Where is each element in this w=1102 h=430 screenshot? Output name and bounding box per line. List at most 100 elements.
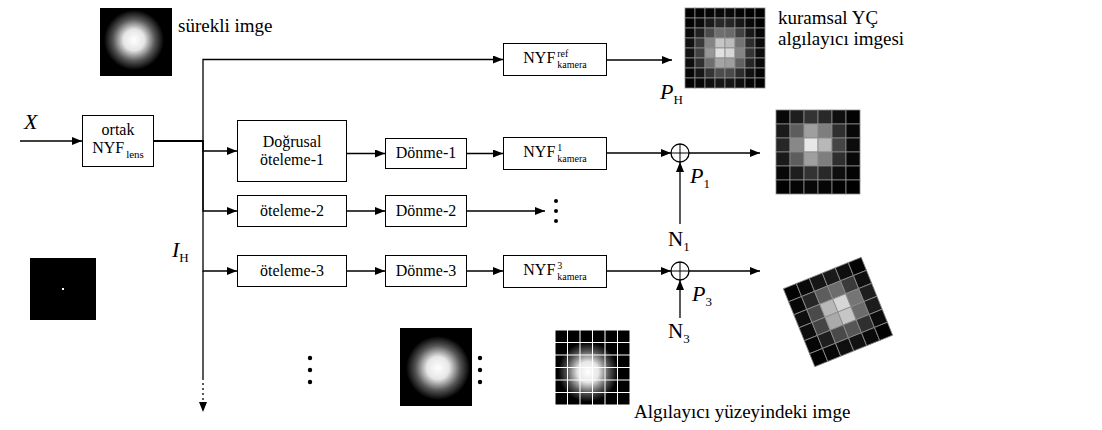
- process-box: öteleme-2: [237, 195, 347, 227]
- grid-line: [605, 330, 606, 405]
- subscript: 3: [705, 294, 712, 309]
- node-label: Doğrusal öteleme-1: [260, 133, 324, 168]
- subscript: H: [673, 92, 682, 107]
- pixel-cell: [705, 78, 715, 88]
- pixel-cell: [735, 28, 745, 38]
- pixel-cell: [846, 180, 860, 194]
- noise-arrow: [679, 280, 680, 318]
- pixel-cell: [818, 152, 832, 166]
- pixel-cell: [715, 48, 725, 58]
- pixel-cell: [776, 138, 790, 152]
- continuous-image: [100, 8, 172, 76]
- node-text-wrap: NYF3kamera: [523, 261, 586, 282]
- noise-arrow: [679, 162, 680, 224]
- pixel-cell: [685, 38, 695, 48]
- pixel-cell: [695, 28, 705, 38]
- grid-line: [555, 380, 630, 381]
- signal-name: P: [660, 79, 673, 104]
- pixel-cell: [695, 58, 705, 68]
- node-text-wrap: NYFrefkamera: [523, 49, 586, 70]
- pixel-cell: [735, 18, 745, 28]
- caption-text: kuramsal YÇ algılayıcı imgesi: [778, 7, 904, 49]
- signal-arrow: [607, 270, 671, 271]
- trunk-line: [202, 271, 203, 378]
- pixel-cell: [755, 48, 765, 58]
- pixel-cell: [725, 48, 735, 58]
- pixel-cell: [725, 38, 735, 48]
- pixel-cell: [832, 166, 846, 180]
- subscript: kamera: [557, 272, 586, 283]
- pixel-cell: [776, 124, 790, 138]
- pixel-cell: [685, 18, 695, 28]
- superscript: 1: [557, 143, 586, 154]
- pixel-cell: [818, 180, 832, 194]
- pixel-cell: [715, 38, 725, 48]
- caption-text: sürekli imge: [178, 15, 272, 36]
- pixel-cell: [735, 68, 745, 78]
- pixel-cell: [735, 58, 745, 68]
- pixel-cell: [735, 48, 745, 58]
- point-source-image: [30, 258, 96, 320]
- signal-arrow: [467, 210, 545, 211]
- pixel-cell: [725, 8, 735, 18]
- pixel-cell: [804, 110, 818, 124]
- pixel-cell: [705, 38, 715, 48]
- continuation-dots: [308, 356, 482, 384]
- pixel-cell: [695, 48, 705, 58]
- pixel-cell: [755, 38, 765, 48]
- pixel-cell: [755, 18, 765, 28]
- node-label: NYF: [523, 143, 555, 160]
- pixel-cell: [705, 28, 715, 38]
- pixel-cell: [705, 8, 715, 18]
- pixel-cell: [790, 180, 804, 194]
- pixel-cell: [715, 68, 725, 78]
- subscript: 3: [683, 331, 690, 346]
- grid-line: [630, 330, 631, 405]
- superscript: 3: [557, 261, 586, 272]
- pixel-cell: [695, 18, 705, 28]
- pixel-cell: [755, 68, 765, 78]
- pixel-cell: [832, 124, 846, 138]
- signal-name: N: [668, 227, 683, 251]
- signal-connector: [154, 141, 237, 271]
- pixel-cell: [715, 18, 725, 28]
- pixel-cell: [846, 124, 860, 138]
- subscript: 1: [703, 176, 710, 191]
- process-box: öteleme-3: [237, 255, 347, 287]
- pixel-cell: [874, 322, 892, 340]
- trunk-dotted: [202, 378, 203, 412]
- sum-junction: [671, 144, 689, 162]
- subscript: 1: [683, 239, 690, 254]
- node-label: Dönme-1: [396, 144, 456, 161]
- point-source: [62, 288, 64, 290]
- pixel-cell: [818, 124, 832, 138]
- pixel-cell: [790, 138, 804, 152]
- pixel-cell: [685, 58, 695, 68]
- signal-name: P: [690, 163, 703, 188]
- pixel-cell: [755, 28, 765, 38]
- process-box: Dönme-2: [385, 195, 467, 227]
- label-group: P3: [692, 282, 712, 310]
- pixel-cell: [705, 48, 715, 58]
- pixel-image: [776, 110, 860, 194]
- pixel-cell: [705, 18, 715, 28]
- pixel-cell: [846, 110, 860, 124]
- pixel-cell: [790, 152, 804, 166]
- label-group: PH: [660, 80, 683, 108]
- label-group: sürekli imge: [178, 16, 338, 37]
- pixel-cell: [685, 78, 695, 88]
- pixel-cell: [705, 58, 715, 68]
- process-box: Dönme-1: [385, 138, 467, 169]
- node-text-wrap: Dönme-1: [396, 144, 456, 162]
- pixel-cell: [745, 28, 755, 38]
- label-group: N1: [668, 228, 690, 254]
- node-label: NYF: [523, 49, 555, 66]
- image-blob: [406, 336, 470, 400]
- pixel-cell: [705, 68, 715, 78]
- pixel-image: [685, 8, 765, 88]
- signal-connector: [467, 153, 503, 154]
- pixel-cell: [818, 110, 832, 124]
- grid-line: [555, 392, 630, 393]
